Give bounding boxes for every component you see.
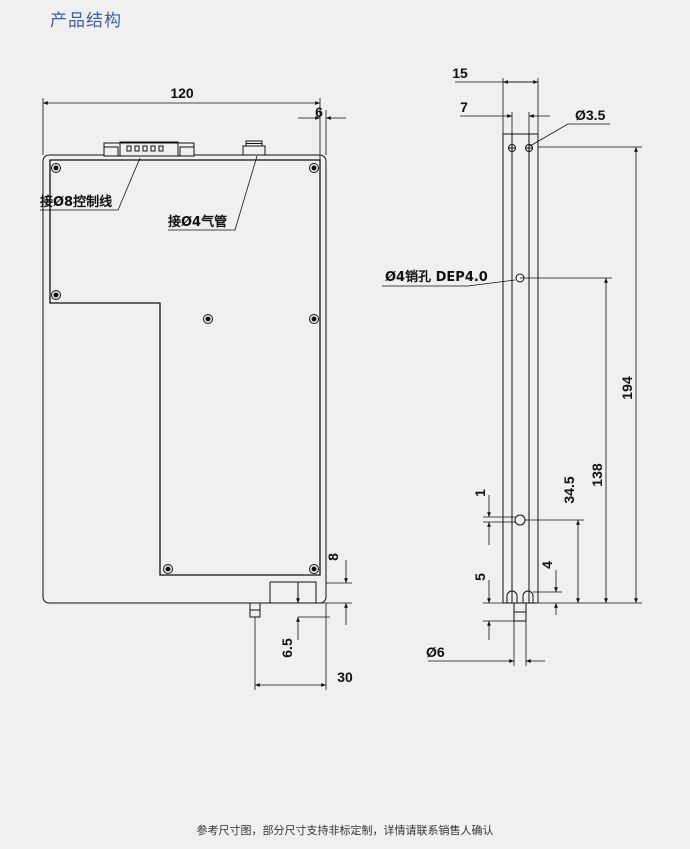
dim-stub-length: 6.5 [279, 638, 295, 658]
dim-width: 120 [170, 85, 194, 101]
bottom-stub [249, 602, 261, 618]
dim-top-width: 15 [452, 65, 468, 81]
dim-slot-height: 34.5 [561, 476, 577, 503]
dim-bottom-gap: 8 [325, 553, 341, 561]
page-title: 产品结构 [50, 11, 122, 31]
dim-bottom-4: 4 [539, 561, 555, 569]
front-view [42, 140, 327, 618]
label-air-tube: 接Ø4气管 [168, 214, 227, 230]
front-screws [51, 163, 319, 574]
screw-icon [309, 314, 319, 324]
screw-icon [51, 163, 61, 173]
screw-icon [203, 314, 213, 324]
connector [103, 141, 195, 157]
bottom-notch [269, 581, 317, 603]
screw-icon [309, 163, 319, 173]
air-fitting [242, 140, 266, 156]
top-hole-icon [508, 144, 516, 152]
label-control-line: 接Ø8控制线 [40, 194, 112, 210]
dim-stub-dia: Ø6 [426, 644, 445, 660]
label-pin-hole: Ø4销孔 DEP4.0 [385, 269, 488, 285]
screw-icon [51, 290, 61, 300]
dim-bottom-5: 5 [472, 573, 488, 581]
dim-hole-dia: Ø3.5 [575, 107, 606, 123]
dim-height-total: 194 [619, 376, 635, 400]
top-hole-icon [525, 144, 533, 152]
dim-side-gap: 6 [315, 104, 323, 120]
dim-pin-height: 138 [589, 463, 605, 487]
footer-note: 参考尺寸图，部分尺寸支持非标定制，详情请联系销售人确认 [196, 824, 494, 837]
side-body [502, 133, 539, 604]
slot-icon [514, 514, 526, 526]
dim-stub-offset: 30 [337, 669, 353, 685]
screw-icon [163, 564, 173, 574]
side-view [502, 133, 539, 622]
dim-hole-offset: 7 [460, 99, 468, 115]
dim-slot-width: 1 [472, 489, 488, 497]
screw-icon [309, 564, 319, 574]
